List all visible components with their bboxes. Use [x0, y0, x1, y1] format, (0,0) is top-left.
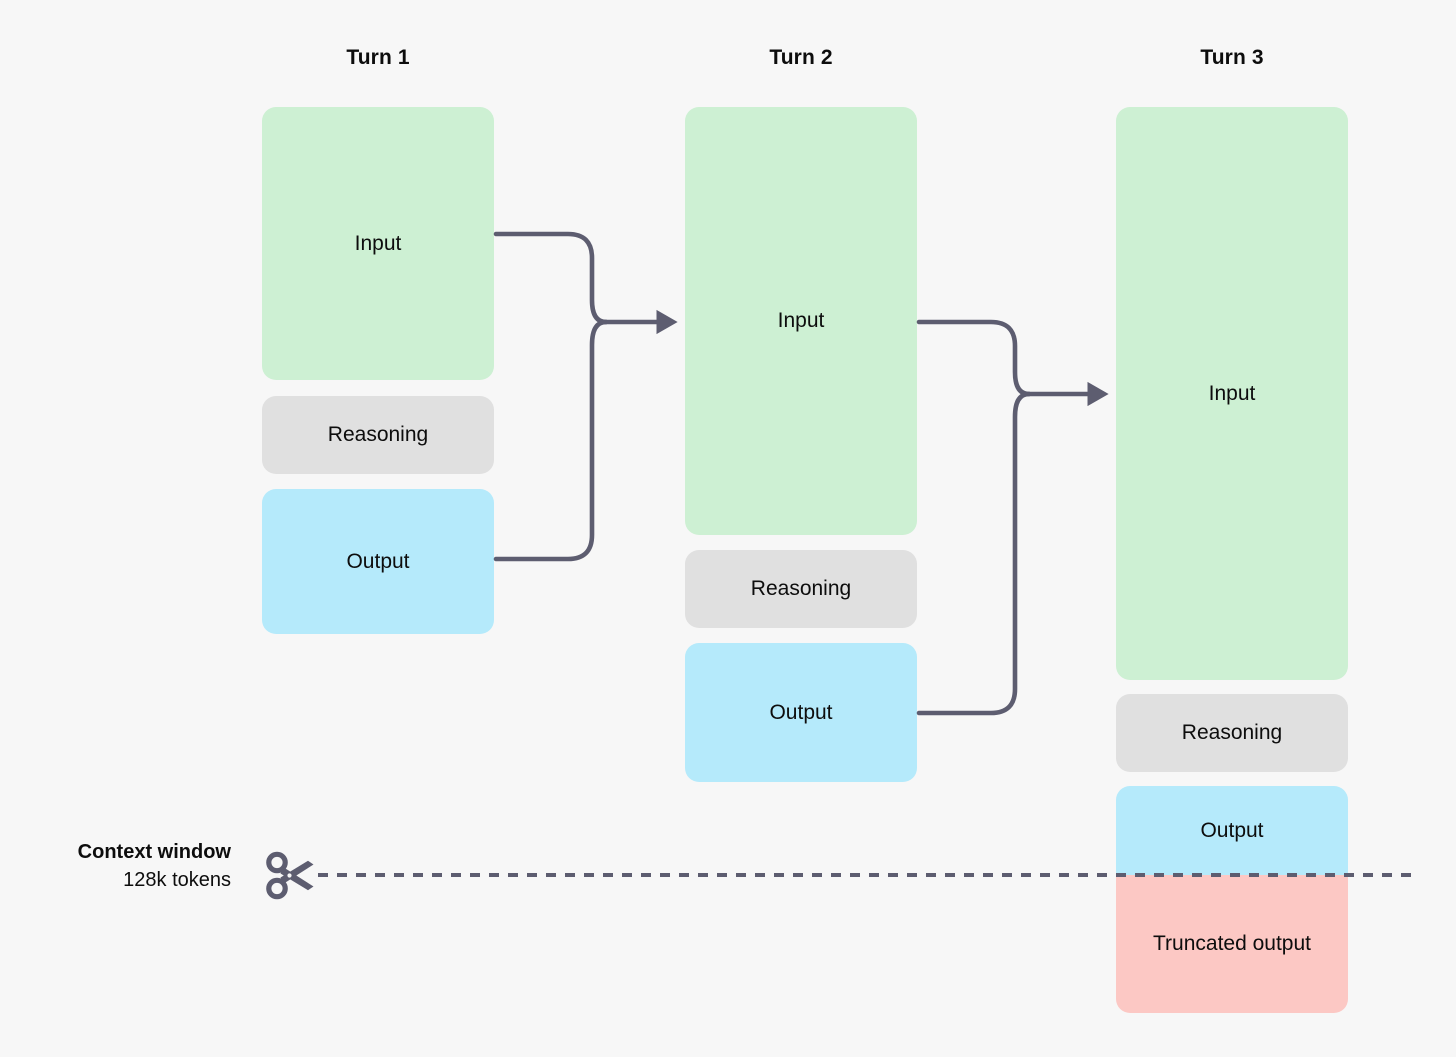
- turn-2-reasoning-block[interactable]: Reasoning: [685, 550, 917, 628]
- turn-1-input-block[interactable]: Input: [262, 107, 494, 380]
- turn-2-header: Turn 2: [769, 46, 833, 69]
- connector-turn1-output-to-junction: [493, 319, 609, 562]
- context-window-legend: Context window 128k tokens: [0, 839, 231, 894]
- turn-3-truncated-output-block[interactable]: Truncated output: [1116, 875, 1348, 1013]
- context-window-cut-line: [318, 873, 1412, 877]
- turn-2-input-label: Input: [777, 309, 825, 333]
- turn-3-reasoning-label: Reasoning: [1181, 721, 1283, 745]
- turn-1-output-block[interactable]: Output: [262, 489, 494, 634]
- turn-3-output-label: Output: [1200, 818, 1264, 842]
- turn-3-header: Turn 3: [1200, 46, 1264, 69]
- turn-1-output-label: Output: [346, 549, 410, 573]
- turn-3-truncated-output-label: Truncated output: [1153, 932, 1311, 956]
- context-window-subtitle: 128k tokens: [123, 868, 231, 891]
- turn-1-reasoning-block[interactable]: Reasoning: [262, 396, 494, 474]
- turn-2-input-block[interactable]: Input: [685, 107, 917, 535]
- connector-turn1-input-to-junction: [493, 231, 609, 325]
- scissors-icon: [266, 851, 314, 900]
- turn-1-reasoning-label: Reasoning: [327, 423, 429, 447]
- turn-3-input-label: Input: [1208, 381, 1256, 405]
- turn-2-output-label: Output: [769, 700, 833, 724]
- turn-2-output-block[interactable]: Output: [685, 643, 917, 782]
- turn-3-input-block[interactable]: Input: [1116, 107, 1348, 680]
- turn-2-reasoning-label: Reasoning: [750, 577, 852, 601]
- context-window-title: Context window: [77, 841, 231, 863]
- turn-3-output-block[interactable]: Output: [1116, 786, 1348, 875]
- turn-1-input-label: Input: [354, 231, 402, 255]
- connector-turn2-input-to-junction: [916, 319, 1032, 397]
- turn-1-header: Turn 1: [346, 46, 410, 69]
- connector-turn2-output-to-junction: [916, 391, 1032, 716]
- turn-3-reasoning-block[interactable]: Reasoning: [1116, 694, 1348, 772]
